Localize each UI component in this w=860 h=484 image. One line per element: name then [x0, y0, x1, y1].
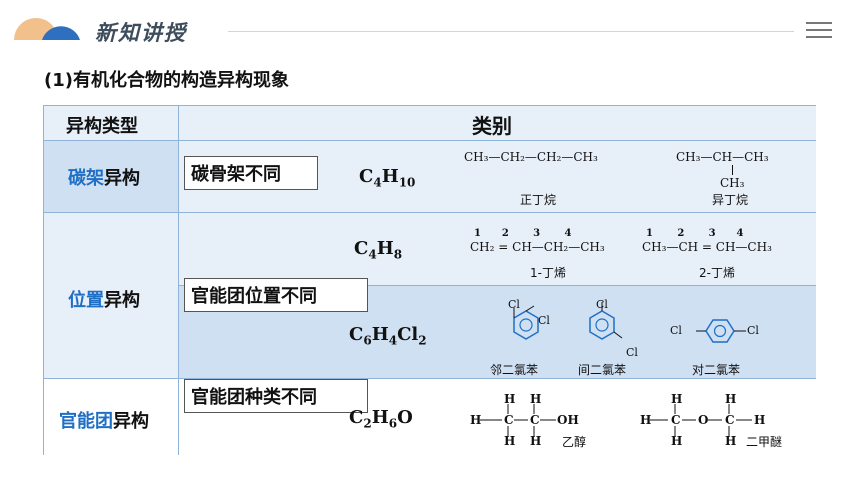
para-cl-1: Cl	[670, 324, 682, 337]
isobutane-bond	[732, 165, 733, 175]
ether-h-top2: H	[725, 392, 737, 406]
meta-cl-1: Cl	[596, 298, 608, 311]
para-name: 对二氯苯	[692, 363, 741, 377]
butene2-structure: CH₃—CH = CH—CH₃	[642, 240, 772, 254]
formula-c6h4cl2: C6H4Cl2	[349, 324, 427, 348]
butene1-numbers: 1 2 3 4	[474, 228, 572, 239]
isobutane-branch: CH₃	[720, 176, 745, 190]
row-position-content-cell-1	[179, 213, 816, 286]
ortho-dichlorobenzene-diagram	[513, 305, 539, 340]
ether-h-bot2: H	[725, 434, 737, 448]
dimethyl-ether-diagram	[650, 404, 752, 436]
ortho-cl-1: Cl	[508, 298, 520, 311]
header-divider	[228, 31, 794, 32]
ethanol-c1: C	[504, 413, 514, 427]
section-title: (1)有机化合物的构造异构现象	[44, 70, 289, 91]
header-cell-category	[179, 106, 816, 141]
para-dichlorobenzene-diagram	[696, 319, 746, 343]
meta-cl-2: Cl	[626, 346, 638, 359]
ethanol-oh: OH	[557, 413, 579, 427]
carbon-box: 碳骨架不同	[184, 156, 318, 190]
ether-o: O	[698, 413, 709, 427]
ortho-cl-2: Cl	[538, 314, 550, 327]
butene1-structure: CH₂ = CH—CH₂—CH₃	[470, 240, 605, 254]
formula-c2h6o: C2H6O	[349, 407, 413, 431]
ethanol-name: 乙醇	[562, 435, 587, 449]
formula-c4h10: C4H10	[359, 166, 416, 190]
isobutane-structure: CH₃—CH—CH₃	[676, 150, 769, 164]
butene2-numbers: 1 2 3 4	[646, 228, 744, 239]
ether-c2: C	[725, 413, 735, 427]
menu-icon[interactable]	[806, 22, 832, 40]
ethanol-h-top2: H	[530, 392, 542, 406]
col-header-category: 类别	[472, 114, 512, 138]
ether-h-left: H	[640, 413, 652, 427]
ortho-name: 邻二氯苯	[490, 363, 539, 377]
row-carbon-label-cell	[44, 141, 179, 213]
butene2-name: 2-丁烯	[699, 266, 735, 280]
header-title: 新知讲授	[95, 21, 187, 45]
col-header-type: 异构类型	[66, 116, 138, 137]
row-position-label-cell	[44, 213, 179, 379]
header-cell-type	[44, 106, 179, 141]
position-box: 官能团位置不同	[184, 278, 368, 312]
ethanol-c2: C	[530, 413, 540, 427]
ethanol-h-left: H	[470, 413, 482, 427]
ether-h-right: H	[754, 413, 766, 427]
row-carbon-label: 碳架异构	[68, 168, 140, 189]
ethanol-h-top1: H	[504, 392, 516, 406]
logo-icon	[14, 18, 80, 40]
ethanol-diagram	[480, 404, 556, 436]
dimethyl-ether-name: 二甲醚	[746, 435, 783, 449]
row-functional-label: 官能团异构	[59, 411, 149, 432]
row-functional-label-cell	[44, 379, 179, 455]
ethanol-h-bot2: H	[530, 434, 542, 448]
para-cl-2: Cl	[747, 324, 759, 337]
meta-dichlorobenzene-diagram	[589, 302, 623, 340]
butane-structure: CH₃—CH₂—CH₂—CH₃	[464, 150, 598, 164]
ether-c1: C	[671, 413, 681, 427]
ethanol-h-bot1: H	[504, 434, 516, 448]
row-position-label: 位置异构	[68, 290, 140, 311]
butane-name: 正丁烷	[520, 193, 557, 207]
formula-c4h8: C4H8	[354, 238, 403, 262]
ether-h-bot1: H	[671, 434, 683, 448]
butene1-name: 1-丁烯	[530, 266, 566, 280]
functional-box: 官能团种类不同	[184, 379, 368, 413]
meta-name: 间二氯苯	[578, 363, 627, 377]
ether-h-top1: H	[671, 392, 683, 406]
isobutane-name: 异丁烷	[712, 193, 749, 207]
isomer-table: 异构类型 类别 碳架异构 碳骨架不同 C4H10 CH₃—CH₂—CH₂—CH₃…	[43, 105, 816, 455]
